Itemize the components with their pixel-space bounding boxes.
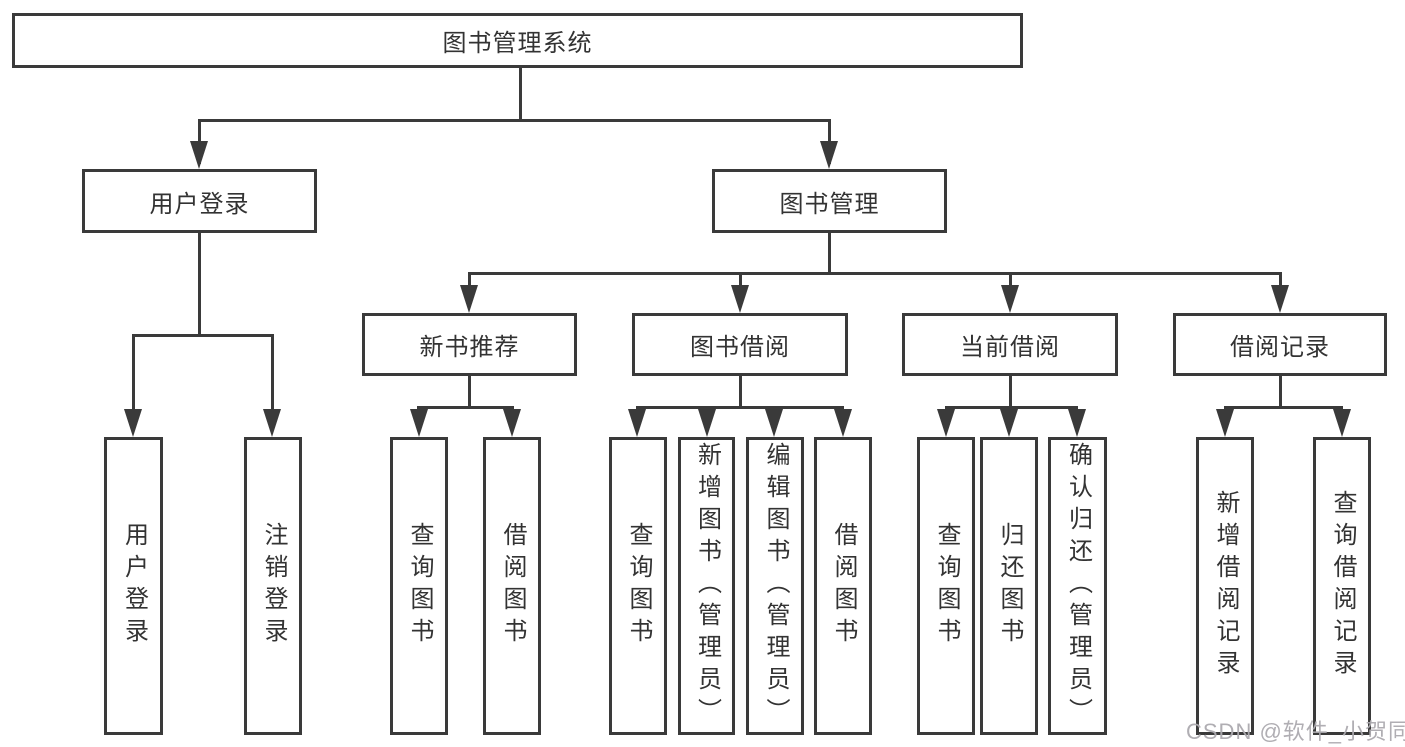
node-label: 图书管理系统 (442, 30, 593, 57)
arrow-down-icon (731, 285, 749, 313)
leaf-borrow-books: 借阅图书 (814, 437, 872, 735)
arrow-down-icon (1068, 409, 1086, 437)
leaf-add-borrow-record: 新增借阅记录 (1196, 437, 1254, 735)
node-label: 查询借阅记录 (1329, 490, 1356, 682)
arrow-down-icon (1333, 409, 1351, 437)
connector-line (945, 406, 1078, 409)
arrow-down-icon (834, 409, 852, 437)
connector-line (739, 272, 742, 294)
connector-line (198, 231, 201, 336)
node-label: 编辑图书（管理员） (762, 442, 789, 730)
arrow-down-icon (628, 409, 646, 437)
arrow-down-icon (124, 409, 142, 437)
connector-line (519, 66, 522, 121)
arrow-down-icon (503, 409, 521, 437)
csdn-watermark: CSDN @软件_小贺同学 (1186, 719, 1405, 744)
leaf-user-login: 用户登录 (104, 437, 163, 735)
leaf-borrow-books-recommend: 借阅图书 (483, 437, 541, 735)
node-library-system: 图书管理系统 (12, 13, 1023, 68)
arrow-down-icon (765, 409, 783, 437)
leaf-edit-books-admin: 编辑图书（管理员） (746, 437, 804, 735)
node-label: 新书推荐 (419, 334, 520, 361)
connector-line (132, 334, 135, 416)
leaf-return-books: 归还图书 (980, 437, 1038, 735)
arrow-down-icon (1271, 285, 1289, 313)
connector-line (468, 272, 471, 294)
node-book-borrowing: 图书借阅 (632, 313, 848, 376)
arrow-down-icon (263, 409, 281, 437)
connector-line (1009, 272, 1012, 294)
leaf-query-books-recommend: 查询图书 (390, 437, 448, 735)
node-label: 新增图书（管理员） (693, 442, 721, 730)
arrow-down-icon (1216, 409, 1234, 437)
connector-line (271, 334, 274, 416)
node-label: 新增借阅记录 (1212, 490, 1239, 682)
node-user-login: 用户登录 (82, 169, 317, 233)
connector-line (636, 406, 844, 409)
node-book-management: 图书管理 (712, 169, 947, 233)
arrow-down-icon (698, 409, 716, 437)
connector-line (1279, 374, 1282, 409)
leaf-query-books-borrow: 查询图书 (609, 437, 667, 735)
arrow-down-icon (1000, 409, 1018, 437)
node-new-book-recommendation: 新书推荐 (362, 313, 577, 376)
node-label: 查询图书 (933, 522, 960, 650)
node-label: 图书借阅 (690, 334, 790, 361)
leaf-confirm-return-admin: 确认归还（管理员） (1048, 437, 1107, 735)
node-label: 借阅记录 (1230, 334, 1330, 361)
node-label: 借阅图书 (499, 522, 526, 650)
node-label: 归还图书 (996, 522, 1023, 650)
node-label: 当前借阅 (960, 334, 1060, 361)
connector-line (739, 374, 742, 409)
node-label: 确认归还（管理员） (1064, 442, 1092, 730)
connector-line (1009, 374, 1012, 409)
connector-line (198, 119, 831, 122)
node-label: 注销登录 (260, 522, 287, 650)
node-current-borrowing: 当前借阅 (902, 313, 1118, 376)
leaf-query-books-current: 查询图书 (917, 437, 975, 735)
node-label: 用户登录 (149, 190, 250, 218)
connector-line (417, 406, 514, 409)
node-borrowing-records: 借阅记录 (1173, 313, 1387, 376)
leaf-logout: 注销登录 (244, 437, 302, 735)
connector-line (1279, 272, 1282, 294)
arrow-down-icon (820, 141, 838, 169)
arrow-down-icon (1001, 285, 1019, 313)
leaf-add-books-admin: 新增图书（管理员） (678, 437, 735, 735)
node-label: 图书管理 (779, 190, 880, 218)
node-label: 用户登录 (120, 522, 148, 650)
node-label: 借阅图书 (830, 522, 857, 650)
arrow-down-icon (190, 141, 208, 169)
connector-line (468, 272, 1282, 275)
arrow-down-icon (937, 409, 955, 437)
leaf-query-borrow-record: 查询借阅记录 (1313, 437, 1371, 735)
connector-line (828, 231, 831, 274)
connector-line (132, 334, 274, 337)
connector-line (1224, 406, 1343, 409)
node-label: 查询图书 (625, 522, 652, 650)
arrow-down-icon (410, 409, 428, 437)
node-label: 查询图书 (406, 522, 433, 650)
connector-line (468, 374, 471, 409)
arrow-down-icon (460, 285, 478, 313)
